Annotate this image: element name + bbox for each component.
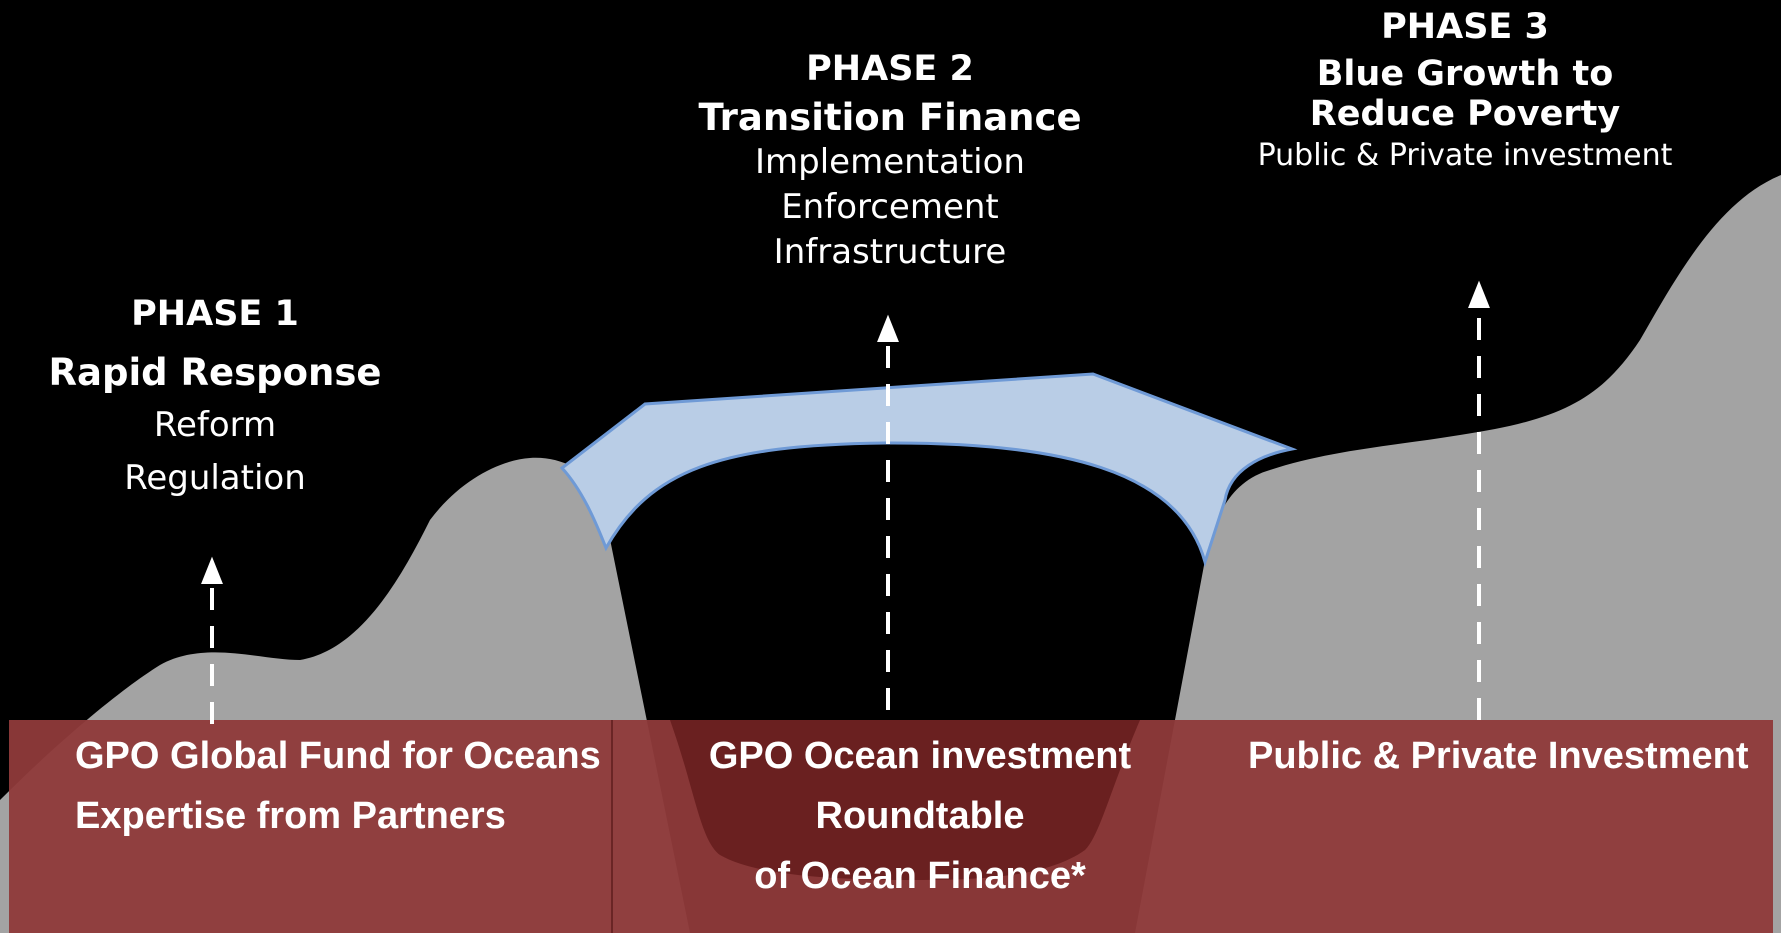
funding-middle-line: Roundtable [815, 795, 1025, 837]
transition-bridge [559, 372, 1298, 568]
phase-1-item: Reform [153, 405, 277, 446]
phase-2-arrow [877, 314, 899, 710]
phase-3-number: PHASE 3 [1381, 7, 1549, 47]
funding-middle: GPO Ocean investment Roundtable of Ocean… [700, 726, 1140, 906]
phase-3-label: PHASE 3 Blue Growth to Reduce Poverty Pu… [1230, 6, 1700, 176]
phase-3-item: Public & Private investment [1257, 138, 1673, 173]
phase-2-title: Transition Finance [698, 96, 1082, 139]
phase-1-label: PHASE 1 Rapid Response Reform Regulation [40, 293, 390, 501]
phase-2-label: PHASE 2 Transition Finance Implementatio… [690, 48, 1090, 275]
phase-3-title: Blue Growth to Reduce Poverty [1309, 54, 1621, 134]
phase-3-arrow [1468, 280, 1490, 720]
funding-right: Public & Private Investment [1248, 726, 1749, 786]
phase-1-item: Regulation [124, 458, 306, 499]
phase-1-title: Rapid Response [48, 351, 382, 394]
funding-middle-line: of Ocean Finance* [754, 855, 1086, 897]
funding-right-line: Public & Private Investment [1248, 735, 1749, 777]
phase-1-items: Reform Regulation [40, 403, 390, 501]
phase-2-item: Enforcement [781, 187, 999, 228]
phase-1-arrow [201, 556, 223, 724]
phase-2-item: Implementation [755, 142, 1025, 183]
phase-2-items: Implementation Enforcement Infrastructur… [690, 140, 1090, 275]
phase-1-number: PHASE 1 [131, 294, 299, 334]
phase-2-number: PHASE 2 [806, 49, 974, 89]
funding-left: GPO Global Fund for Oceans Expertise fro… [75, 726, 601, 846]
funding-left-line: GPO Global Fund for Oceans [75, 735, 601, 777]
valley-pool [670, 720, 1140, 880]
phase-2-item: Infrastructure [773, 232, 1007, 273]
funding-left-line: Expertise from Partners [75, 795, 506, 837]
funding-middle-line: GPO Ocean investment [708, 735, 1132, 777]
phase-3-items: Public & Private investment [1230, 136, 1700, 176]
